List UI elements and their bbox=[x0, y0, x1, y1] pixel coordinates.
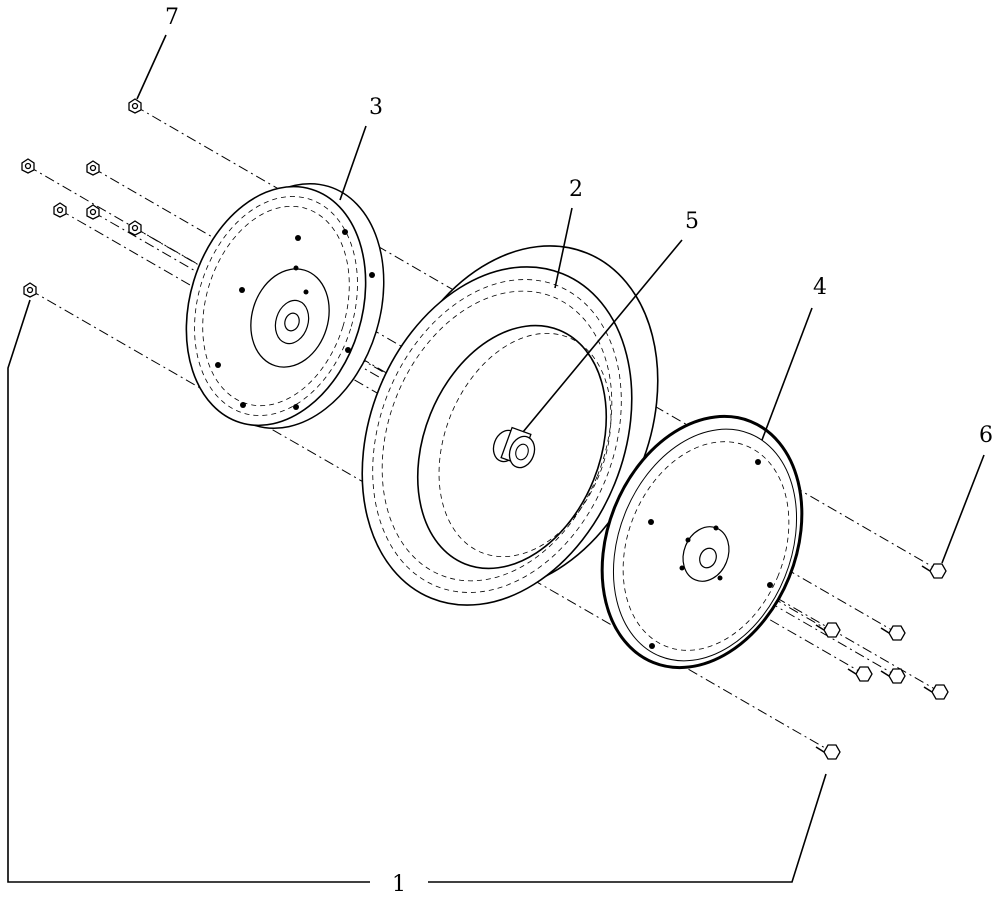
assembly-bracket bbox=[7, 299, 827, 883]
bolt bbox=[923, 684, 949, 700]
bolts bbox=[815, 563, 949, 760]
callout-4: 4 bbox=[813, 275, 827, 300]
nut bbox=[23, 282, 37, 298]
nut bbox=[128, 220, 142, 236]
callout-leaders bbox=[136, 34, 985, 564]
inner-wheel-half bbox=[185, 182, 385, 430]
bolt bbox=[880, 668, 906, 684]
nut bbox=[86, 160, 100, 176]
callout-1: 1 bbox=[392, 872, 406, 897]
nuts bbox=[21, 98, 142, 298]
callout-6: 6 bbox=[979, 423, 993, 448]
nut bbox=[21, 158, 35, 174]
bearing bbox=[492, 426, 536, 469]
callout-7: 7 bbox=[165, 5, 179, 30]
callout-5: 5 bbox=[685, 209, 699, 234]
outer-wheel-half bbox=[600, 414, 804, 670]
callout-labels: 7 3 2 5 4 6 1 bbox=[165, 5, 993, 897]
bolt bbox=[847, 666, 873, 682]
tire bbox=[361, 245, 659, 606]
callout-2: 2 bbox=[569, 177, 583, 202]
callout-3: 3 bbox=[369, 95, 383, 120]
bolt bbox=[921, 563, 947, 579]
bolt bbox=[880, 625, 906, 641]
bolt bbox=[815, 622, 841, 638]
nut bbox=[53, 202, 67, 218]
bolt bbox=[815, 744, 841, 760]
nut bbox=[86, 204, 100, 220]
nut bbox=[128, 98, 142, 114]
